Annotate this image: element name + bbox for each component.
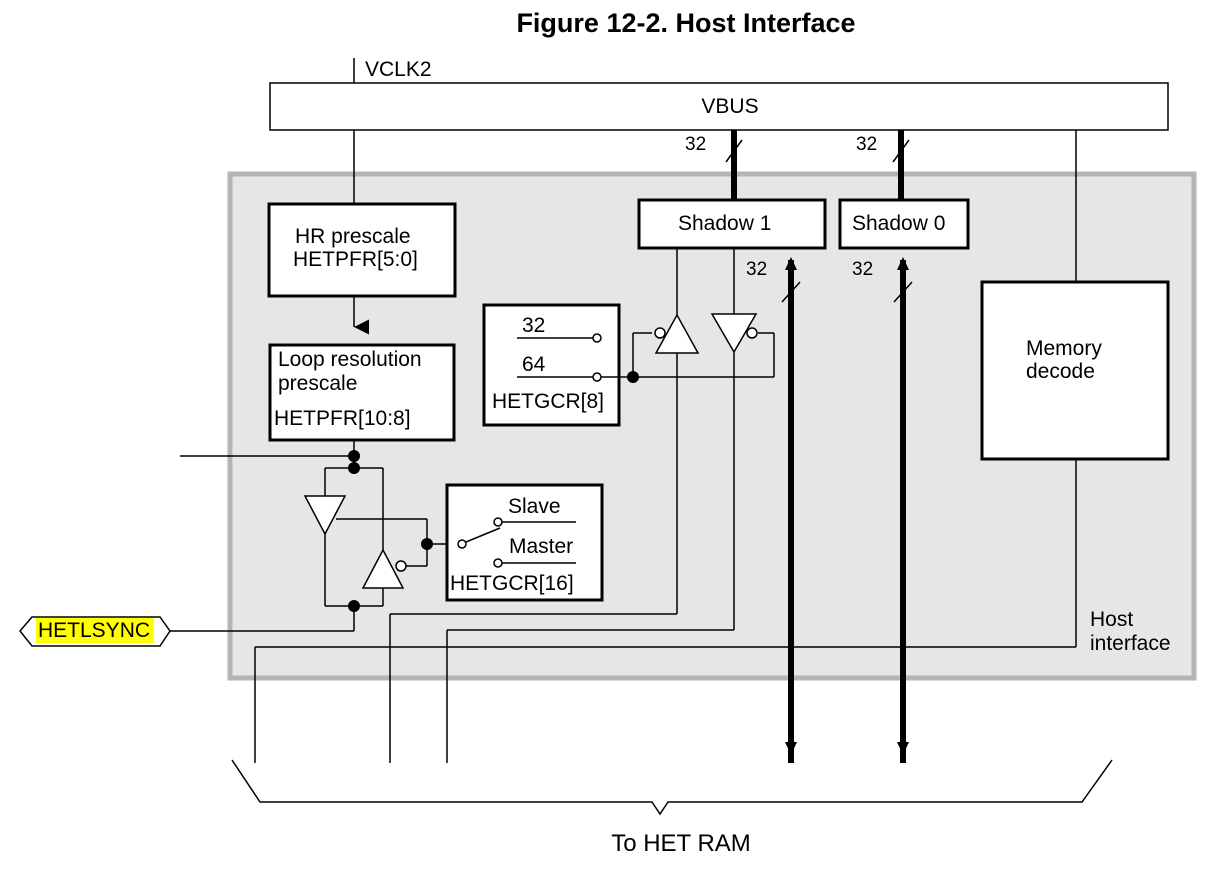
- master-contact-pin: [493, 558, 503, 568]
- shadow0-ram-bus-arrow-up: [897, 257, 909, 270]
- figure-title: Figure 12-2. Host Interface: [516, 8, 855, 38]
- host-interface-label-2: interface: [1090, 632, 1171, 655]
- bus-slash: [725, 139, 743, 163]
- shadow1-ram-bus-arrow-down: [785, 742, 797, 755]
- bus-slash: [892, 139, 910, 163]
- hr-prescale-label: HR prescale: [295, 225, 411, 248]
- write-buffer-down: [710, 313, 758, 354]
- vbus-box: [269, 82, 1169, 131]
- mode-switch-pivot: [457, 539, 467, 549]
- shadow0-box: [838, 198, 970, 250]
- sync-buffer-up-inverter: [395, 560, 407, 572]
- bus-width-shadow1-ram: 32: [746, 259, 767, 280]
- hr-prescale-box: [267, 202, 457, 298]
- width-option-64: 64: [522, 353, 546, 376]
- bus-width-vbus-shadow1: 32: [685, 134, 706, 155]
- write-buffer-inverter: [746, 327, 758, 339]
- het-ram-brace: [231, 759, 1113, 816]
- width-contact-32-pin: [592, 333, 602, 343]
- host-interface-label-1: Host: [1090, 608, 1133, 631]
- shadow0-ram-bus-arrow-down: [897, 742, 909, 755]
- memory-decode-box: [980, 280, 1170, 461]
- slave-contact-pin: [493, 517, 503, 527]
- shadow0-label: Shadow 0: [852, 212, 945, 235]
- width-contact-64-pin: [592, 372, 602, 382]
- loop-resolution-label-1: Loop resolution: [278, 348, 422, 371]
- bus-slash: [781, 281, 801, 303]
- vclk2-label: VCLK2: [365, 58, 432, 81]
- to-het-ram-label: To HET RAM: [611, 830, 751, 857]
- width-option-32: 32: [522, 314, 545, 337]
- bus-width-shadow0-ram: 32: [852, 259, 873, 280]
- slave-option: Slave: [508, 495, 561, 518]
- vbus-label: VBUS: [701, 95, 758, 118]
- loop-resolution-register: HETPFR[10:8]: [274, 407, 411, 430]
- bus-slash: [893, 281, 913, 303]
- loop-resolution-box: [268, 343, 456, 442]
- shadow1-ram-bus-arrow-up: [785, 257, 797, 270]
- width-selector-box: [482, 303, 621, 427]
- mode-selector-box: [445, 483, 604, 602]
- hetlsync-highlight: [36, 618, 154, 643]
- width-selector-register: HETGCR[8]: [492, 390, 604, 413]
- mode-selector-register: HETGCR[16]: [450, 572, 574, 595]
- shadow1-box: [637, 198, 827, 250]
- memory-decode-label-1: Memory: [1026, 337, 1102, 360]
- memory-decode-label-2: decode: [1026, 360, 1095, 383]
- mode-switch-arm: [465, 527, 501, 543]
- read-buffer-inverter: [654, 327, 666, 339]
- hetlsync-label: HETLSYNC: [38, 619, 150, 642]
- sync-buffer-down: [303, 495, 347, 536]
- bus-width-vbus-shadow0: 32: [856, 134, 877, 155]
- shadow1-label: Shadow 1: [678, 212, 771, 235]
- hr-prescale-register: HETPFR[5:0]: [293, 248, 418, 271]
- loop-resolution-label-2: prescale: [278, 372, 357, 395]
- master-option: Master: [509, 535, 573, 558]
